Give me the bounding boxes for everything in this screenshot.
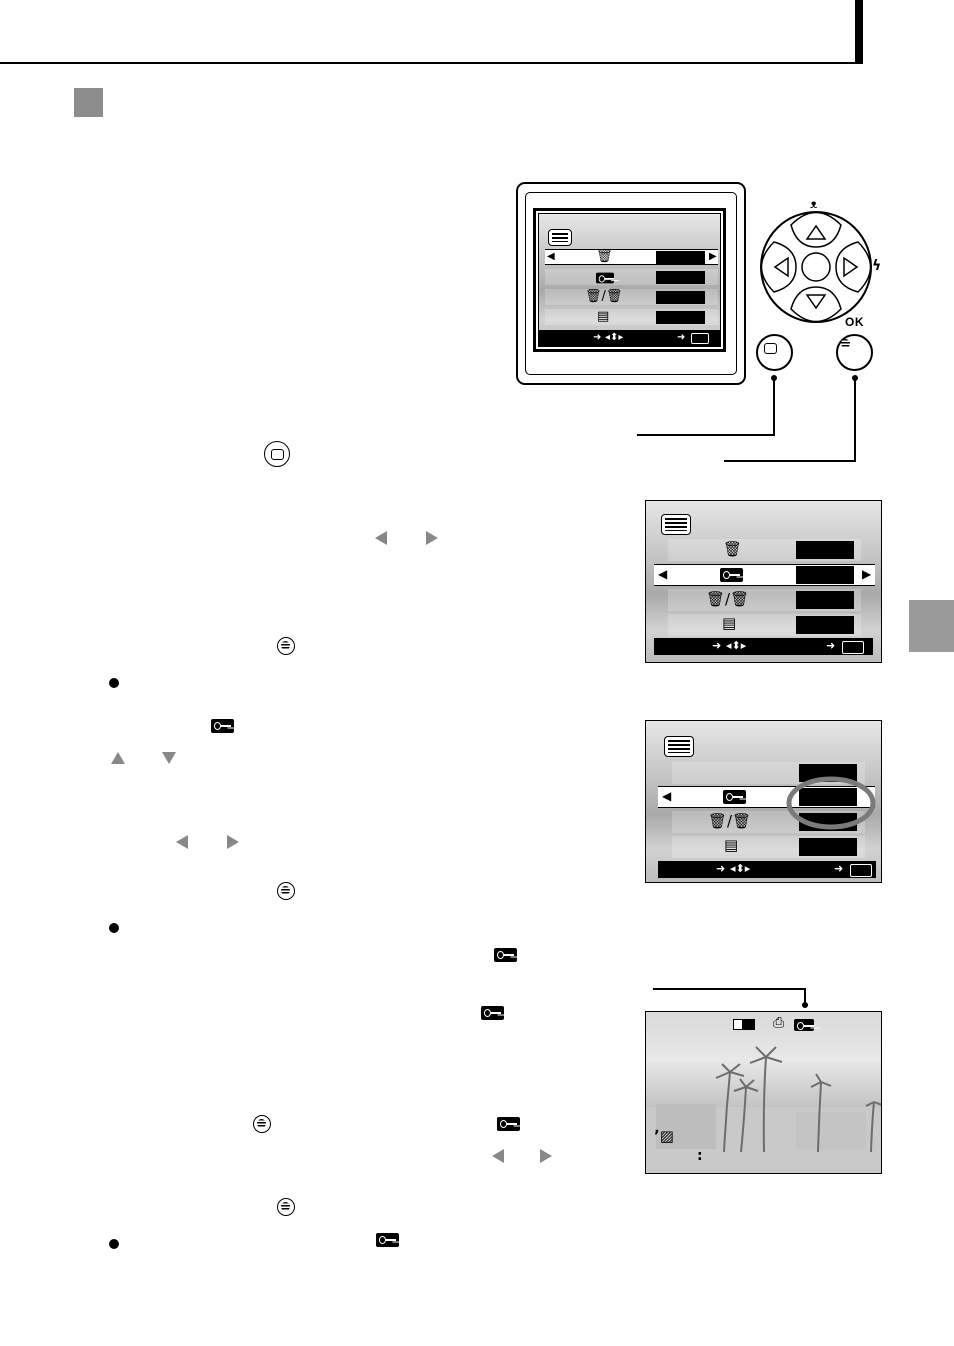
ok-button-icon [277, 637, 295, 655]
chapter-tab [909, 600, 954, 652]
section-marker [74, 88, 103, 117]
protect-icon [596, 272, 614, 284]
left-arrow-button-icon [492, 1149, 504, 1163]
menu-value [796, 591, 854, 609]
battery-icon [733, 1019, 755, 1030]
erase-frame-icon: 🗑/🗑 [585, 289, 623, 304]
menu-value [656, 291, 705, 304]
ok-button-icon [253, 1115, 271, 1133]
ok-button-icon [277, 1198, 295, 1216]
arrow-right-icon: ➜ [677, 332, 686, 343]
ok-label: OK [845, 315, 864, 329]
ok-box-icon [842, 641, 864, 654]
ok-box-icon [850, 864, 872, 877]
camera-lcd-menu: ◀ 🗑 ▶ 🗑/🗑 ▤ ➜ ◂⬍▸ ➜ [533, 208, 726, 352]
leader-line [724, 460, 856, 462]
lcd-status-bar: ➜ ◂⬍▸ ➜ [539, 330, 720, 346]
arrow-right-icon: ➜ [593, 332, 602, 343]
right-arrow-icon: ▶ [862, 567, 872, 581]
left-arrow-button-icon [176, 835, 188, 849]
leader-line [653, 988, 805, 990]
bullet [109, 678, 119, 688]
protect-icon [211, 719, 234, 733]
ok-button-icon [277, 882, 295, 900]
header-edge-bar [855, 0, 863, 64]
camera-screen-bezel [525, 192, 737, 375]
menu-value [799, 838, 857, 856]
left-arrow-icon: ◀ [658, 567, 668, 581]
menu-value [656, 271, 705, 284]
erase-all-icon: 🗑 [596, 249, 613, 264]
leader-line [637, 434, 775, 436]
lcd-menu-protect-selected: 🗑 ◀ ▶ 🗑/🗑 ▤ ➜ ◂⬍▸ ➜ [645, 500, 882, 663]
right-arrow-button-icon [426, 531, 438, 545]
left-arrow-icon: ◀ [662, 789, 672, 803]
ok-box-icon [691, 333, 709, 344]
protect-icon [494, 948, 517, 962]
arrow-right-icon: ➜ [716, 862, 726, 875]
playback-screen: ⎙ ʼ▨ : [645, 1011, 882, 1174]
leader-line [804, 988, 806, 1004]
highlight-ellipse [786, 776, 876, 830]
macro-icon: ᴥ [810, 197, 818, 211]
updown-selector-icon: ◂⬍▸ [605, 332, 624, 343]
menu-value [796, 566, 854, 584]
updown-selector-icon: ◂⬍▸ [730, 862, 751, 875]
down-arrow-button-icon [162, 752, 176, 764]
lcd-status-bar: ➜ ◂⬍▸ ➜ [658, 861, 876, 878]
arrow-right-icon: ➜ [712, 639, 722, 652]
card-icon: ʼ▨ [654, 1127, 674, 1145]
protect-icon [481, 1006, 504, 1020]
copy-icon: ▤ [724, 836, 739, 854]
right-arrow-button-icon [540, 1149, 552, 1163]
arrow-right-icon: ➜ [826, 639, 836, 652]
right-arrow-button-icon [227, 835, 239, 849]
protect-icon [794, 1019, 814, 1031]
flash-icon: ϟ [872, 258, 882, 274]
lcd-status-bar: ➜ ◂⬍▸ ➜ [654, 638, 873, 655]
ok-menu-button[interactable] [836, 334, 873, 371]
erase-all-icon: 🗑 [723, 540, 743, 558]
left-arrow-icon: ◀ [547, 251, 555, 262]
arrow-right-icon: ➜ [834, 862, 844, 875]
protect-icon [497, 1117, 520, 1131]
copy-icon: ▤ [722, 614, 737, 632]
updown-selector-icon: ◂⬍▸ [726, 639, 747, 652]
erase-frame-icon: 🗑/🗑 [706, 590, 750, 608]
menu-value [796, 541, 854, 559]
time-separator: : [697, 1148, 703, 1164]
arrow-pad [760, 211, 872, 323]
protect-icon [720, 568, 743, 582]
menu-value [656, 311, 705, 324]
left-arrow-button-icon [375, 531, 387, 545]
beach-photo [646, 1046, 881, 1173]
lcd-menu-protect-on: ◀ 🗑/🗑 ▤ ➜ ◂⬍▸ ➜ [645, 720, 882, 883]
menu-value [656, 251, 705, 264]
menu-icon [661, 514, 691, 535]
menu-icon [548, 229, 572, 246]
protect-icon [723, 790, 746, 804]
copy-icon: ▤ [597, 309, 610, 324]
print-icon: ⎙ [773, 1015, 785, 1031]
bullet [109, 923, 119, 933]
bullet [109, 1239, 119, 1249]
protect-icon [376, 1233, 399, 1247]
menu-icon [664, 736, 694, 757]
leader-dot [802, 1002, 808, 1008]
monitor-button[interactable] [756, 334, 793, 371]
header-rule [0, 62, 862, 64]
menu-value [796, 616, 854, 634]
right-arrow-icon: ▶ [709, 251, 717, 262]
erase-frame-icon: 🗑/🗑 [708, 812, 752, 830]
leader-line [854, 378, 856, 461]
up-arrow-button-icon [111, 752, 125, 764]
monitor-button-icon [264, 441, 290, 467]
leader-line [773, 378, 775, 435]
menu-value-protect [799, 788, 857, 806]
